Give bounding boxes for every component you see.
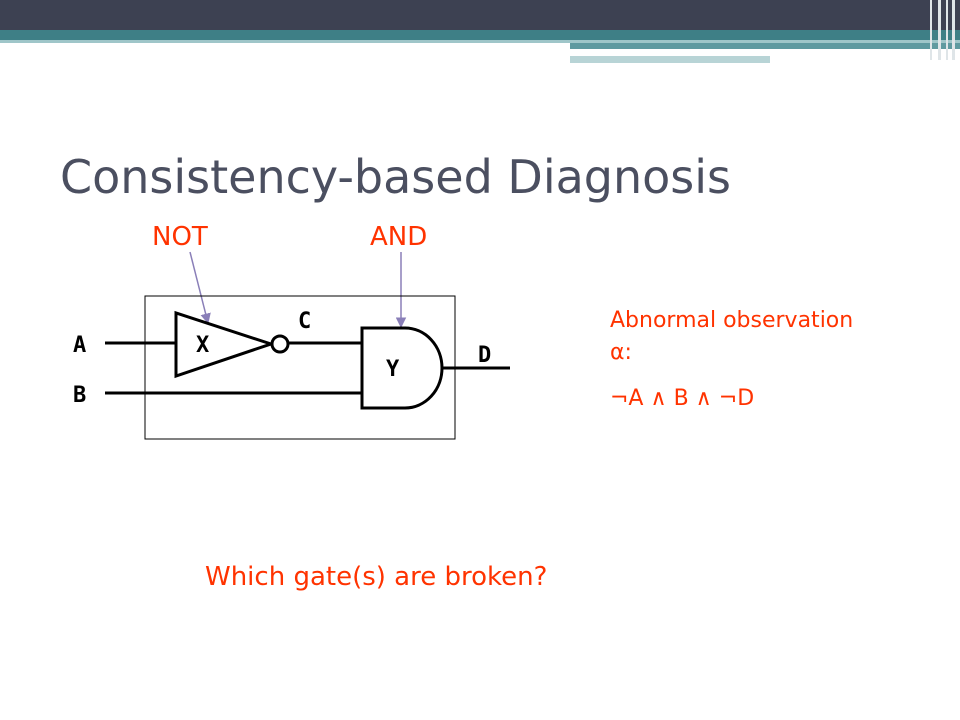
observation-heading: Abnormal observation α:: [610, 308, 854, 365]
and-gate-type-label: AND: [370, 222, 428, 252]
signal-c-label: C: [298, 309, 311, 334]
and-gate-name: Y: [386, 357, 400, 382]
observation-panel: Abnormal observation α: ¬A ∧ B ∧ ¬D: [610, 305, 870, 415]
slide-title: Consistency-based Diagnosis: [60, 150, 731, 204]
header-decoration: [0, 0, 960, 63]
not-gate-bubble: [270, 334, 290, 354]
and-gate-body: [360, 326, 444, 410]
not-gate-body: [174, 310, 276, 379]
not-gate-name: X: [196, 333, 209, 358]
not-gate-type-label: NOT: [152, 222, 208, 252]
input-b-label: B: [73, 383, 86, 408]
observation-formula: ¬A ∧ B ∧ ¬D: [610, 386, 755, 411]
question-text: Which gate(s) are broken?: [205, 562, 548, 592]
input-a-label: A: [73, 333, 86, 358]
not-pointer-arrow: [189, 251, 211, 325]
output-d-label: D: [478, 343, 491, 368]
